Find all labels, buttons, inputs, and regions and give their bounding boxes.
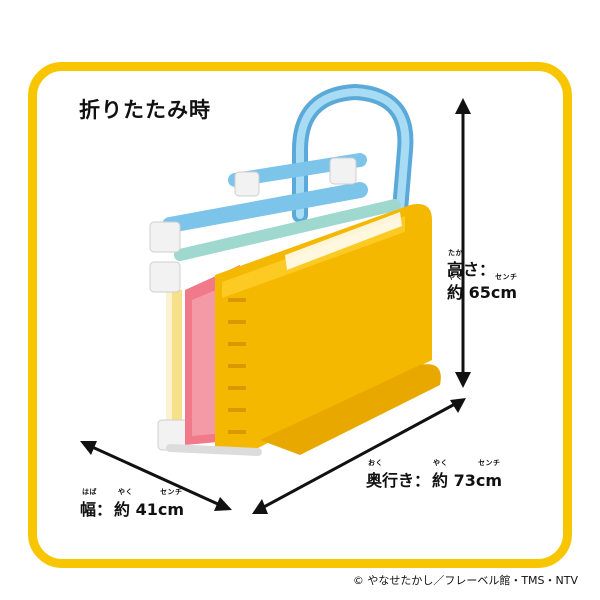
depth-label-name: 奥行き： (366, 471, 431, 490)
depth-label-value: 約 73cm (432, 471, 502, 490)
folded-state-title: 折りたたみ時 (79, 98, 211, 122)
width-ruby-haba: はば (82, 488, 97, 496)
depth-ruby-oku: おく (368, 459, 383, 467)
width-ruby-yaku: やく (118, 488, 133, 496)
yellow-rounded-frame (28, 62, 572, 568)
depth-ruby-yaku: やく (433, 459, 448, 467)
height-label-name: 高さ： (447, 260, 496, 279)
height-ruby-unit: センチ (495, 273, 518, 281)
width-ruby-unit: センチ (160, 488, 183, 496)
height-ruby-taka: たか (448, 249, 463, 257)
copyright-notice: © やなせたかし／フレーベル館・TMS・NTV (352, 574, 578, 587)
height-ruby-yaku: やく (448, 273, 463, 281)
width-label-name: 幅： (80, 500, 113, 519)
depth-ruby-unit: センチ (478, 459, 501, 467)
height-label-value: 約 65cm (447, 283, 517, 302)
width-label-value: 約 41cm (114, 500, 184, 519)
